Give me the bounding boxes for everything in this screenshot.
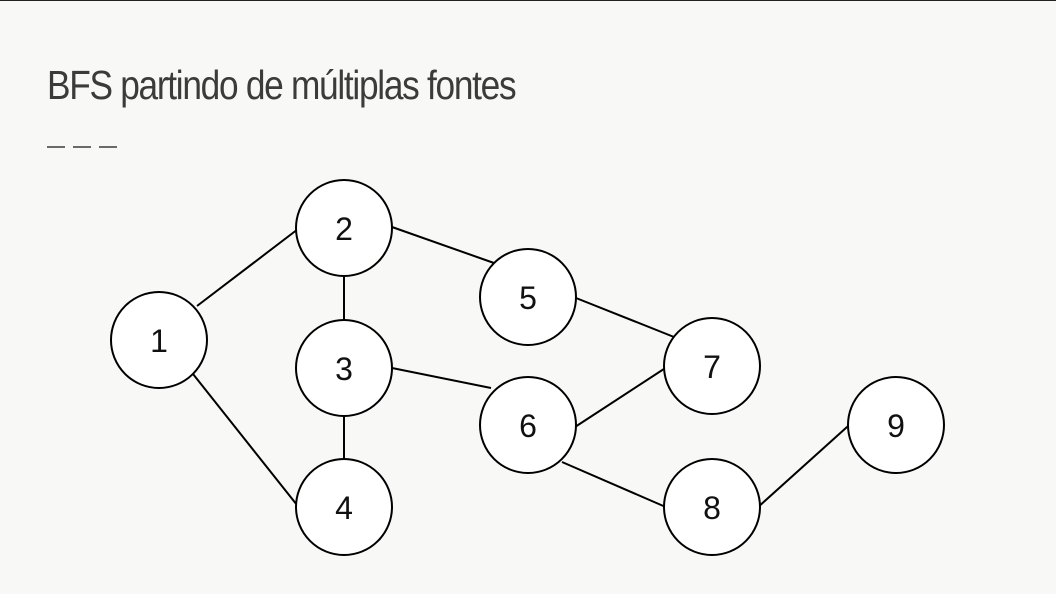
edge-2-5: [391, 226, 495, 264]
node-label: 8: [703, 490, 721, 526]
node-label: 1: [150, 323, 168, 359]
edge-8-9: [756, 417, 858, 509]
graph-edges: [192, 225, 858, 509]
edge-1-4: [192, 373, 298, 506]
edge-1-2: [196, 225, 303, 307]
node-label: 9: [887, 408, 905, 444]
node-8: 8: [663, 458, 761, 556]
node-6: 6: [479, 376, 577, 474]
node-label: 3: [335, 351, 353, 387]
node-7: 7: [663, 317, 761, 415]
node-9: 9: [847, 376, 945, 474]
edge-6-8: [561, 461, 669, 509]
node-1: 1: [110, 291, 208, 389]
node-5: 5: [479, 248, 577, 346]
node-label: 7: [703, 349, 721, 385]
title-accent-dashes: [47, 146, 117, 148]
node-label: 5: [519, 280, 537, 316]
slide-title: BFS partindo de múltiplas fontes: [47, 62, 517, 108]
node-4: 4: [295, 458, 393, 556]
node-label: 4: [335, 490, 353, 526]
node-label: 6: [519, 408, 537, 444]
top-border: [0, 0, 1056, 1]
edge-3-6: [391, 367, 492, 389]
edge-5-7: [575, 297, 675, 338]
node-2: 2: [295, 179, 393, 277]
graph-nodes: 1 2 3 4 5 6 7 8: [110, 179, 945, 556]
edge-6-7: [574, 364, 671, 428]
node-label: 2: [335, 211, 353, 247]
node-3: 3: [295, 319, 393, 417]
